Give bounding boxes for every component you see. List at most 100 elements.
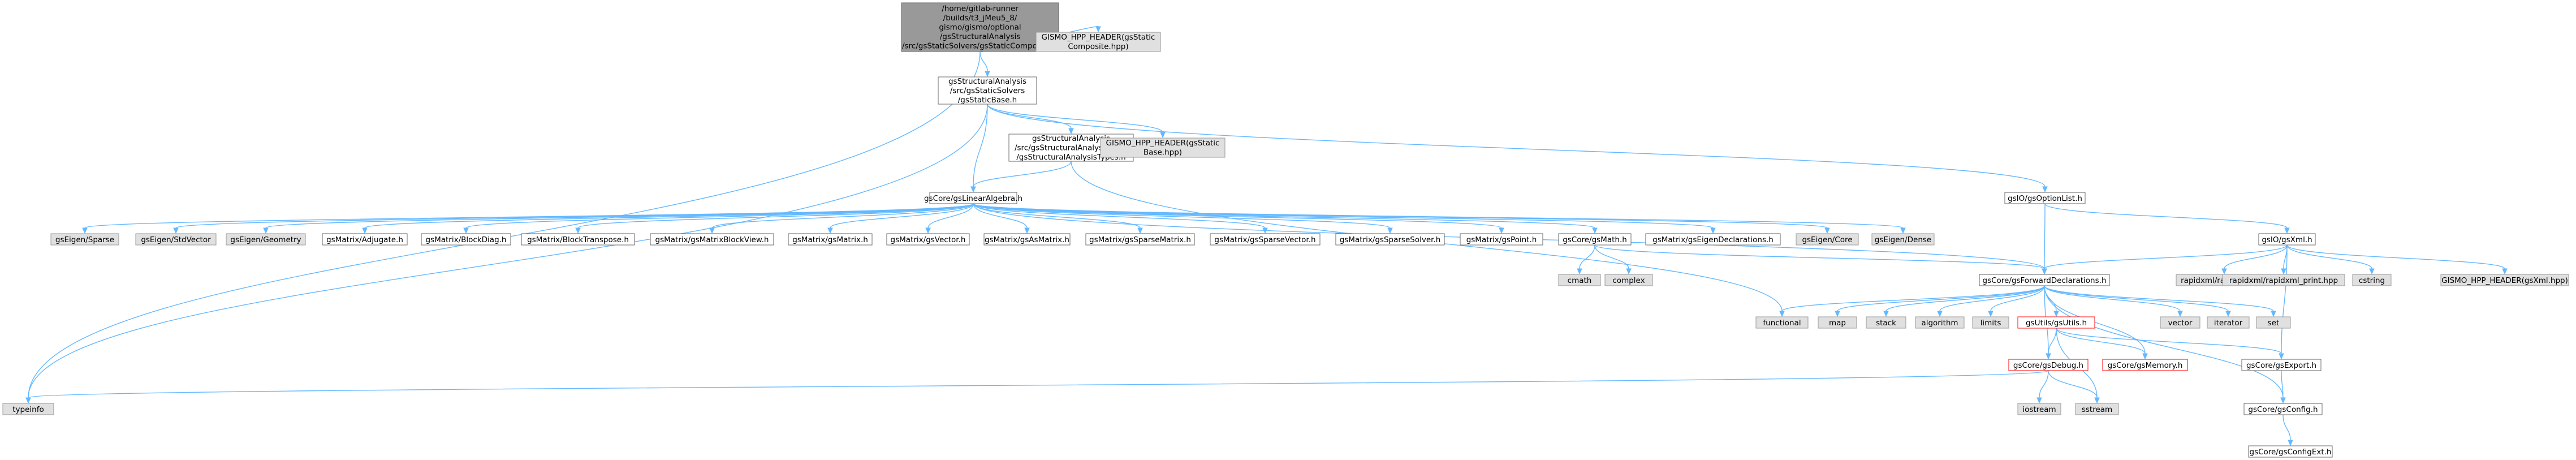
node-label: /src/gsStaticSolvers/gsStaticComposite.h <box>902 41 1058 50</box>
node-label: gsMatrix/gsSparseMatrix.h <box>1089 235 1191 244</box>
node-optionlist[interactable]: gsIO/gsOptionList.h <box>2004 192 2086 204</box>
node-label: gsCore/gsForwardDeclarations.h <box>1983 276 2107 285</box>
node-box <box>788 233 873 246</box>
node-box <box>2160 316 2200 329</box>
node-eigen_sparse: gsEigen/Sparse <box>50 233 119 246</box>
edge-gsxml-to-gsexport <box>2279 244 2288 360</box>
node-box <box>1335 233 1445 246</box>
edge-staticbase-to-typeinfo <box>25 104 988 404</box>
node-label: gsIO/gsOptionList.h <box>2008 194 2082 203</box>
node-adjugate[interactable]: gsMatrix/Adjugate.h <box>322 233 408 246</box>
node-label: gismo/gismo/optional <box>939 23 1021 32</box>
edge-linalg-to-gsvector <box>925 203 974 234</box>
node-label: gsEigen/StdVector <box>141 235 211 244</box>
node-sparsesolver[interactable]: gsMatrix/gsSparseSolver.h <box>1335 233 1445 246</box>
edge-linalg-to-gspoint <box>973 203 1504 234</box>
node-asmatrix[interactable]: gsMatrix/gsAsMatrix.h <box>983 233 1071 246</box>
node-sparsematrix[interactable]: gsMatrix/gsSparseMatrix.h <box>1085 233 1195 246</box>
node-blocktranspose[interactable]: gsMatrix/BlockTranspose.h <box>521 233 635 246</box>
node-hpp_base: GISMO_HPP_HEADER(gsStaticBase.hpp) <box>1100 137 1226 158</box>
node-label: iostream <box>2022 405 2056 414</box>
node-gsconfigext[interactable]: gsCore/gsConfigExt.h <box>2248 445 2333 458</box>
node-label: Composite.hpp) <box>1068 42 1128 51</box>
node-hpp_composite: GISMO_HPP_HEADER(gsStaticComposite.hpp) <box>1035 32 1161 52</box>
node-root[interactable]: /home/gitlab-runner/builds/t3_jMeu5_8/gi… <box>901 2 1059 52</box>
node-box <box>2241 359 2322 371</box>
node-gsexport[interactable]: gsCore/gsExport.h <box>2241 359 2322 371</box>
node-box <box>2222 274 2345 286</box>
node-box <box>521 233 635 246</box>
edge-optionlist-to-gsxml <box>2044 203 2290 234</box>
node-gsxml[interactable]: gsIO/gsXml.h <box>2258 233 2316 246</box>
node-label: vector <box>2168 319 2193 328</box>
edge-fwddecl-to-iterator <box>2044 285 2231 317</box>
edge-gsconfig-to-gsconfigext <box>2282 414 2293 446</box>
edge-fwddecl-to-stack <box>1883 285 2045 317</box>
node-box <box>421 233 511 246</box>
node-blockdiag[interactable]: gsMatrix/BlockDiag.h <box>421 233 511 246</box>
node-eigen_geometry: gsEigen/Geometry <box>226 233 306 246</box>
node-label: gsMatrix/gsVector.h <box>891 235 966 244</box>
node-gsconfig[interactable]: gsCore/gsConfig.h <box>2243 403 2323 415</box>
node-label: gsMatrix/gsAsMatrix.h <box>985 235 1069 244</box>
node-fwddecl[interactable]: gsCore/gsForwardDeclarations.h <box>1979 274 2110 286</box>
node-label: /gsStructuralAnalysisTypes.h <box>1016 153 1125 162</box>
node-box <box>1866 316 1906 329</box>
node-label: gsMatrix/gsMatrixBlockView.h <box>655 235 769 244</box>
node-matrixblockview[interactable]: gsMatrix/gsMatrixBlockView.h <box>650 233 774 246</box>
edge-linalg-to-eigen_core <box>973 203 1830 234</box>
node-algorithm: algorithm <box>1915 316 1965 329</box>
node-box <box>2102 359 2188 371</box>
node-box <box>1645 233 1781 246</box>
edge-gsxml-to-hpp_xml <box>2286 244 2508 275</box>
node-label: gsCore/gsMemory.h <box>2108 361 2183 370</box>
node-label: gsEigen/Core <box>1802 235 1852 244</box>
node-eigendecl[interactable]: gsMatrix/gsEigenDeclarations.h <box>1645 233 1781 246</box>
node-gsmemory[interactable]: gsCore/gsMemory.h <box>2102 359 2188 371</box>
node-gsmatrix[interactable]: gsMatrix/gsMatrix.h <box>788 233 873 246</box>
node-box <box>1210 233 1321 246</box>
node-box <box>1755 316 1809 329</box>
node-box <box>2017 316 2095 329</box>
node-gsutils[interactable]: gsUtils/gsUtils.h <box>2017 316 2095 329</box>
node-box <box>938 76 1037 105</box>
node-box <box>1972 316 2009 329</box>
node-vector: vector <box>2160 316 2200 329</box>
node-box <box>2256 316 2291 329</box>
node-iostream: iostream <box>2017 403 2061 415</box>
node-box <box>2258 233 2316 246</box>
edge-gsxml-to-cstring <box>2286 244 2375 275</box>
edge-linalg-to-eigen_geometry <box>263 203 974 234</box>
node-box <box>886 233 970 246</box>
node-staticbase[interactable]: gsStructuralAnalysis/src/gsStaticSolvers… <box>938 76 1037 105</box>
node-sparsevector[interactable]: gsMatrix/gsSparseVector.h <box>1210 233 1321 246</box>
node-gsdebug[interactable]: gsCore/gsDebug.h <box>2008 359 2089 371</box>
node-linalg[interactable]: gsCore/gsLinearAlgebra.h <box>924 192 1022 204</box>
edge-gsdebug-to-sstream <box>2048 370 2100 404</box>
node-label: gsMatrix/gsEigenDeclarations.h <box>1652 235 1774 244</box>
node-gsvector[interactable]: gsMatrix/gsVector.h <box>886 233 970 246</box>
node-box <box>1818 316 1857 329</box>
node-gsmath[interactable]: gsCore/gsMath.h <box>1558 233 1632 246</box>
edge-linalg-to-gsmath <box>973 203 1598 234</box>
node-label: cmath <box>1568 276 1592 285</box>
node-box <box>1100 137 1226 158</box>
node-gspoint[interactable]: gsMatrix/gsPoint.h <box>1460 233 1543 246</box>
node-iterator: iterator <box>2207 316 2250 329</box>
node-functional: functional <box>1755 316 1809 329</box>
node-box <box>1915 316 1965 329</box>
node-label: rapidxml/rapidxml_print.hpp <box>2229 276 2338 285</box>
node-label: gsUtils/gsUtils.h <box>2026 319 2087 328</box>
node-box <box>2075 403 2119 415</box>
node-label: gsMatrix/gsSparseSolver.h <box>1340 235 1441 244</box>
node-box <box>2243 403 2323 415</box>
node-label: stack <box>1876 319 1896 328</box>
node-box <box>650 233 774 246</box>
edge-gsdebug-to-iostream <box>2036 370 2049 404</box>
node-box <box>1035 32 1161 52</box>
node-label: algorithm <box>1921 319 1958 328</box>
node-label: functional <box>1763 319 1801 328</box>
node-label: Base.hpp) <box>1144 148 1182 157</box>
node-label: gsMatrix/gsSparseVector.h <box>1214 235 1315 244</box>
